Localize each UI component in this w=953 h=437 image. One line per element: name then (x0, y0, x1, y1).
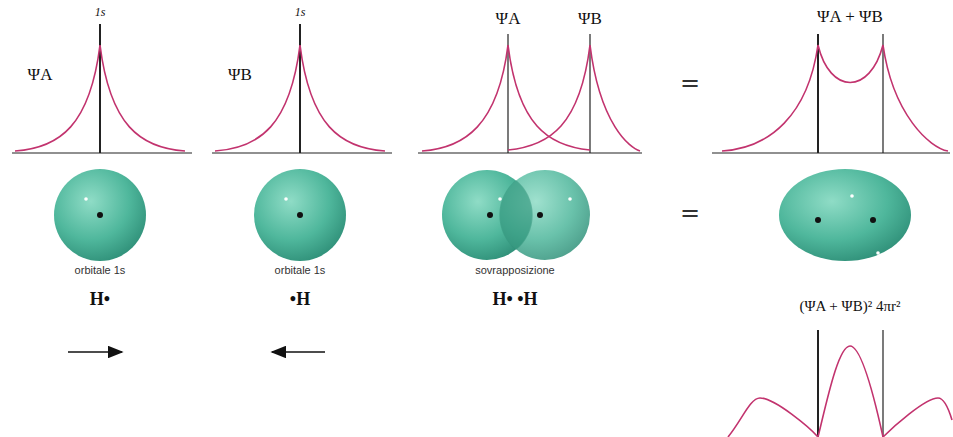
orbital-label: 1s (95, 6, 106, 19)
wave-label: ΨB (228, 66, 252, 85)
atom-symbol: •H (290, 290, 310, 310)
overlap-caption: sovrapposizione (475, 264, 555, 276)
wave-label: ΨB (578, 10, 602, 29)
equals-sign: = (680, 200, 700, 226)
wave-label: ΨA (28, 66, 53, 85)
wave-sum-label: ΨA + ΨB (817, 8, 883, 27)
orbital-caption: orbitale 1s (75, 264, 126, 276)
atom-symbol: H• (90, 290, 110, 310)
equals-sign: = (680, 70, 700, 96)
orbital-label: 1s (295, 6, 306, 19)
wave-label: ΨA (496, 10, 521, 29)
density-formula: (ΨA + ΨB)² 4πr² (800, 298, 901, 315)
molecule-symbol: H• •H (492, 290, 537, 310)
orbital-caption: orbitale 1s (275, 264, 326, 276)
